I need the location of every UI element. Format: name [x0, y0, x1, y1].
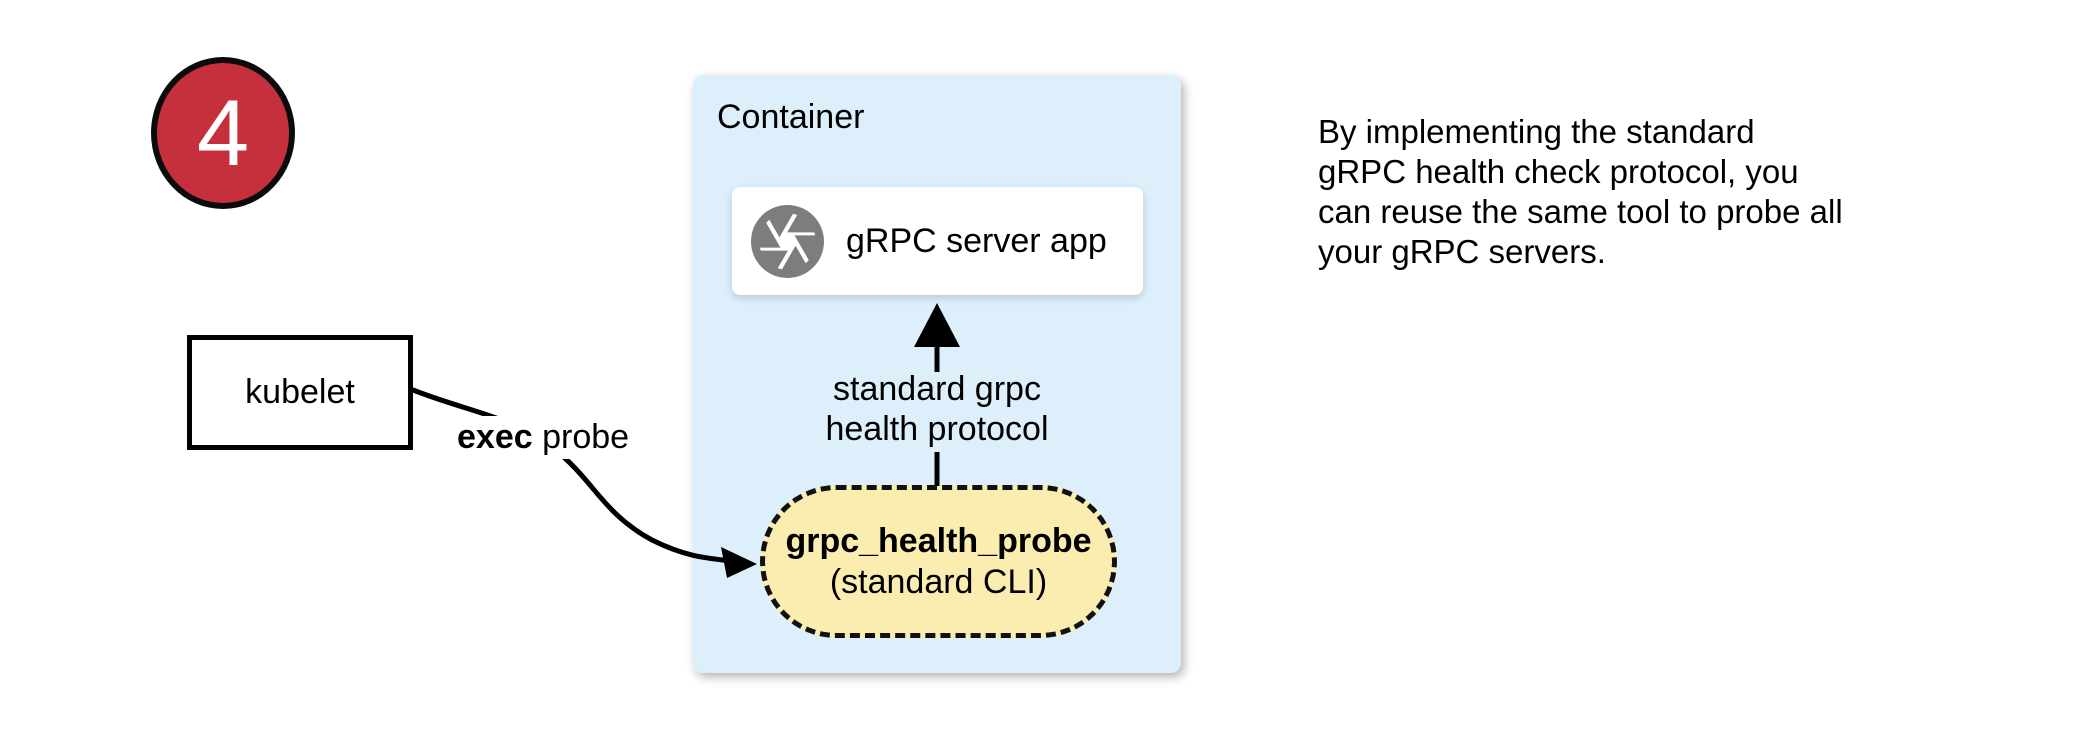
- health-protocol-label: standard grpc health protocol: [787, 369, 1087, 449]
- exec-probe-label-bold: exec: [457, 418, 533, 456]
- step-badge: 4: [151, 57, 295, 209]
- annotation-line-4: your gRPC servers.: [1318, 233, 1606, 270]
- grpc-server-app-box: gRPC server app: [732, 187, 1143, 295]
- grpc-server-app-label: gRPC server app: [846, 221, 1107, 260]
- kubelet-box: kubelet: [187, 335, 413, 450]
- container-title: Container: [717, 98, 865, 136]
- probe-pill-title: grpc_health_probe: [785, 521, 1092, 560]
- exec-probe-label-rest: probe: [532, 418, 630, 456]
- step-number: 4: [196, 80, 250, 185]
- annotation-line-1: By implementing the standard: [1318, 113, 1755, 150]
- grpc-health-probe-pill: grpc_health_probe (standard CLI): [760, 485, 1117, 638]
- container-box: Container gRPC server app grpc_health_pr…: [693, 75, 1181, 673]
- probe-pill-subtitle: (standard CLI): [829, 562, 1048, 601]
- annotation-line-3: can reuse the same tool to probe all: [1318, 193, 1843, 230]
- annotation-text: By implementing the standard gRPC health…: [1318, 112, 1843, 272]
- annotation-line-2: gRPC health check protocol, you: [1318, 153, 1799, 190]
- kubelet-label: kubelet: [245, 373, 355, 411]
- health-protocol-line2: health protocol: [825, 410, 1049, 448]
- exec-probe-label: exec probe: [451, 416, 636, 459]
- health-protocol-line1: standard grpc: [833, 370, 1041, 408]
- aperture-icon: [751, 204, 824, 278]
